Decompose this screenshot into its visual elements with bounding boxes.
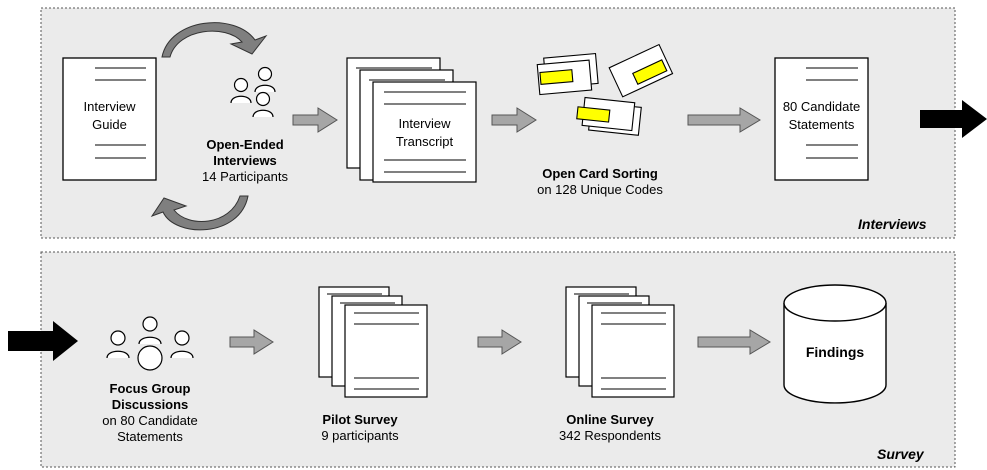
online-survey-label: Online Survey 342 Respondents	[540, 412, 680, 444]
focus-group-detail-line1: on 80 Candidate	[102, 413, 198, 428]
transcript-line1: Interview	[398, 116, 451, 131]
pilot-survey-label: Pilot Survey 9 participants	[300, 412, 420, 444]
continue-arrow-out	[920, 100, 987, 138]
interview-guide-line2: Guide	[92, 117, 127, 132]
open-card-sorting-label: Open Card Sorting on 128 Unique Codes	[525, 166, 675, 198]
arrow-to-online-survey	[477, 329, 522, 355]
arrow-to-pilot-survey	[229, 329, 274, 355]
candidate-statements-line1: 80 Candidate	[782, 99, 861, 114]
flow-arrows-row1	[292, 107, 761, 133]
interview-guide-label: Interview Guide	[63, 98, 156, 134]
interview-transcript-label: Interview Transcript	[373, 115, 476, 151]
online-survey-detail: 342 Respondents	[559, 428, 661, 443]
pilot-survey-documents	[318, 286, 428, 398]
focus-group-title-line1: Focus Group	[109, 381, 191, 396]
continue-arrow-in	[8, 321, 78, 361]
findings-label: Findings	[805, 344, 865, 360]
arrow-to-findings	[697, 329, 771, 355]
arrow-to-candidate-statements	[687, 107, 761, 133]
interviews-section-title: Interviews	[858, 216, 927, 232]
interview-guide-line1: Interview	[83, 99, 136, 114]
focus-group-title-line2: Discussions	[111, 397, 189, 412]
sorting-cards	[536, 43, 674, 136]
open-ended-interviews-label: Open-Ended Interviews 14 Participants	[190, 137, 300, 185]
candidate-statements-document	[774, 57, 869, 181]
open-ended-title-line2: Interviews	[213, 153, 277, 168]
survey-section-title: Survey	[877, 446, 924, 462]
focus-group-icon	[106, 316, 194, 371]
interview-guide-document	[62, 57, 157, 181]
cycle-arrow-bottom	[150, 195, 249, 231]
arrow-to-transcript	[292, 107, 338, 133]
candidate-statements-line2: Statements	[788, 117, 855, 132]
pilot-survey-detail: 9 participants	[321, 428, 399, 443]
online-survey-title: Online Survey	[566, 412, 654, 427]
card-sorting-detail: on 128 Unique Codes	[537, 182, 663, 197]
flow-arrows-row2	[229, 329, 771, 355]
candidate-statements-label: 80 Candidate Statements	[775, 98, 868, 134]
cycle-arrow-top	[161, 22, 268, 58]
open-ended-title-line1: Open-Ended	[206, 137, 284, 152]
open-ended-detail: 14 Participants	[202, 169, 288, 184]
findings-database-icon	[783, 284, 887, 404]
arrow-to-card-sorting	[491, 107, 537, 133]
focus-group-label: Focus Group Discussions on 80 Candidate …	[80, 381, 220, 445]
focus-group-detail-line2: Statements	[117, 429, 183, 444]
pilot-survey-title: Pilot Survey	[322, 412, 398, 427]
interview-transcript-documents	[346, 57, 477, 183]
online-survey-documents	[565, 286, 675, 398]
participants-icon	[230, 66, 276, 118]
transcript-line2: Transcript	[395, 134, 454, 149]
card-sorting-title: Open Card Sorting	[542, 166, 658, 181]
